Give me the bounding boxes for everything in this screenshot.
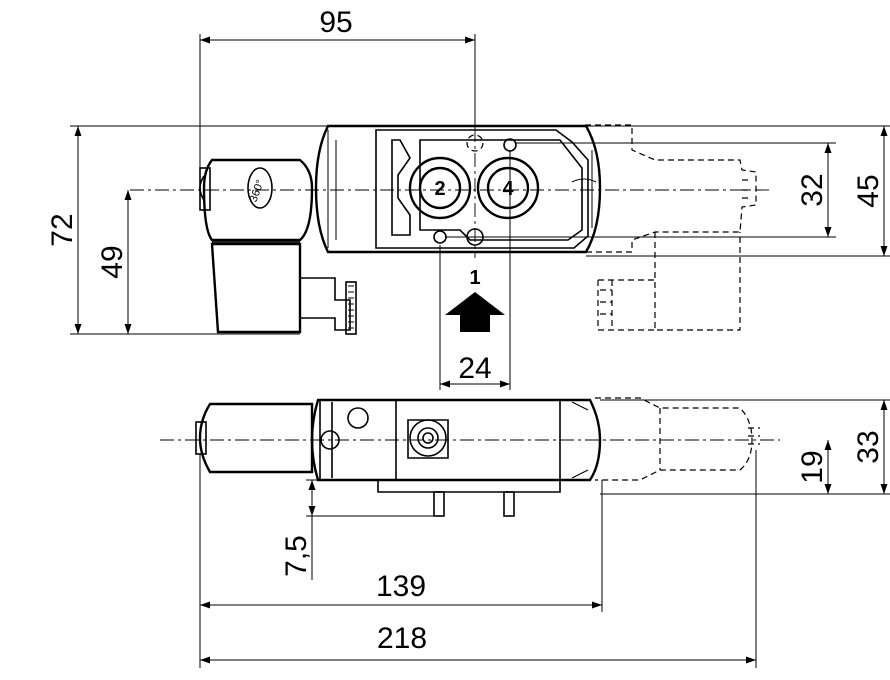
port-1-label: 1 <box>469 267 480 289</box>
port-1-arrow: 1 <box>445 267 505 332</box>
dim-45: 45 <box>852 174 885 207</box>
mounting-hole <box>433 230 447 244</box>
dim-19: 19 <box>796 450 829 483</box>
coil-side <box>198 402 314 474</box>
port-2: 2 <box>408 156 472 220</box>
coil-top: 360° <box>199 158 357 335</box>
dim-72: 72 <box>46 213 79 246</box>
dim-33: 33 <box>852 430 885 463</box>
dim-95: 95 <box>319 6 352 39</box>
dim-218: 218 <box>377 622 427 655</box>
side-port <box>409 419 447 457</box>
port-4: 4 <box>476 156 540 220</box>
dim-24: 24 <box>458 352 491 385</box>
optional-coil-outline <box>585 124 757 331</box>
dim-7-5: 7,5 <box>280 535 313 577</box>
coil-rotation-label: 360° <box>248 178 267 203</box>
port-2-label: 2 <box>434 178 445 200</box>
dim-49: 49 <box>96 245 129 278</box>
valve-body-top <box>314 124 602 254</box>
hidden-hole <box>466 134 484 152</box>
dim-32: 32 <box>796 173 829 206</box>
side-view <box>160 397 780 517</box>
port-4-label: 4 <box>502 178 514 200</box>
dim-139: 139 <box>376 570 426 603</box>
side-base <box>377 479 561 493</box>
manual-override <box>347 407 369 429</box>
optional-coil-side <box>595 397 760 481</box>
top-view: 2 4 360° <box>130 124 770 335</box>
dimension-lines: 95 72 49 32 45 24 33 19 <box>46 6 890 668</box>
